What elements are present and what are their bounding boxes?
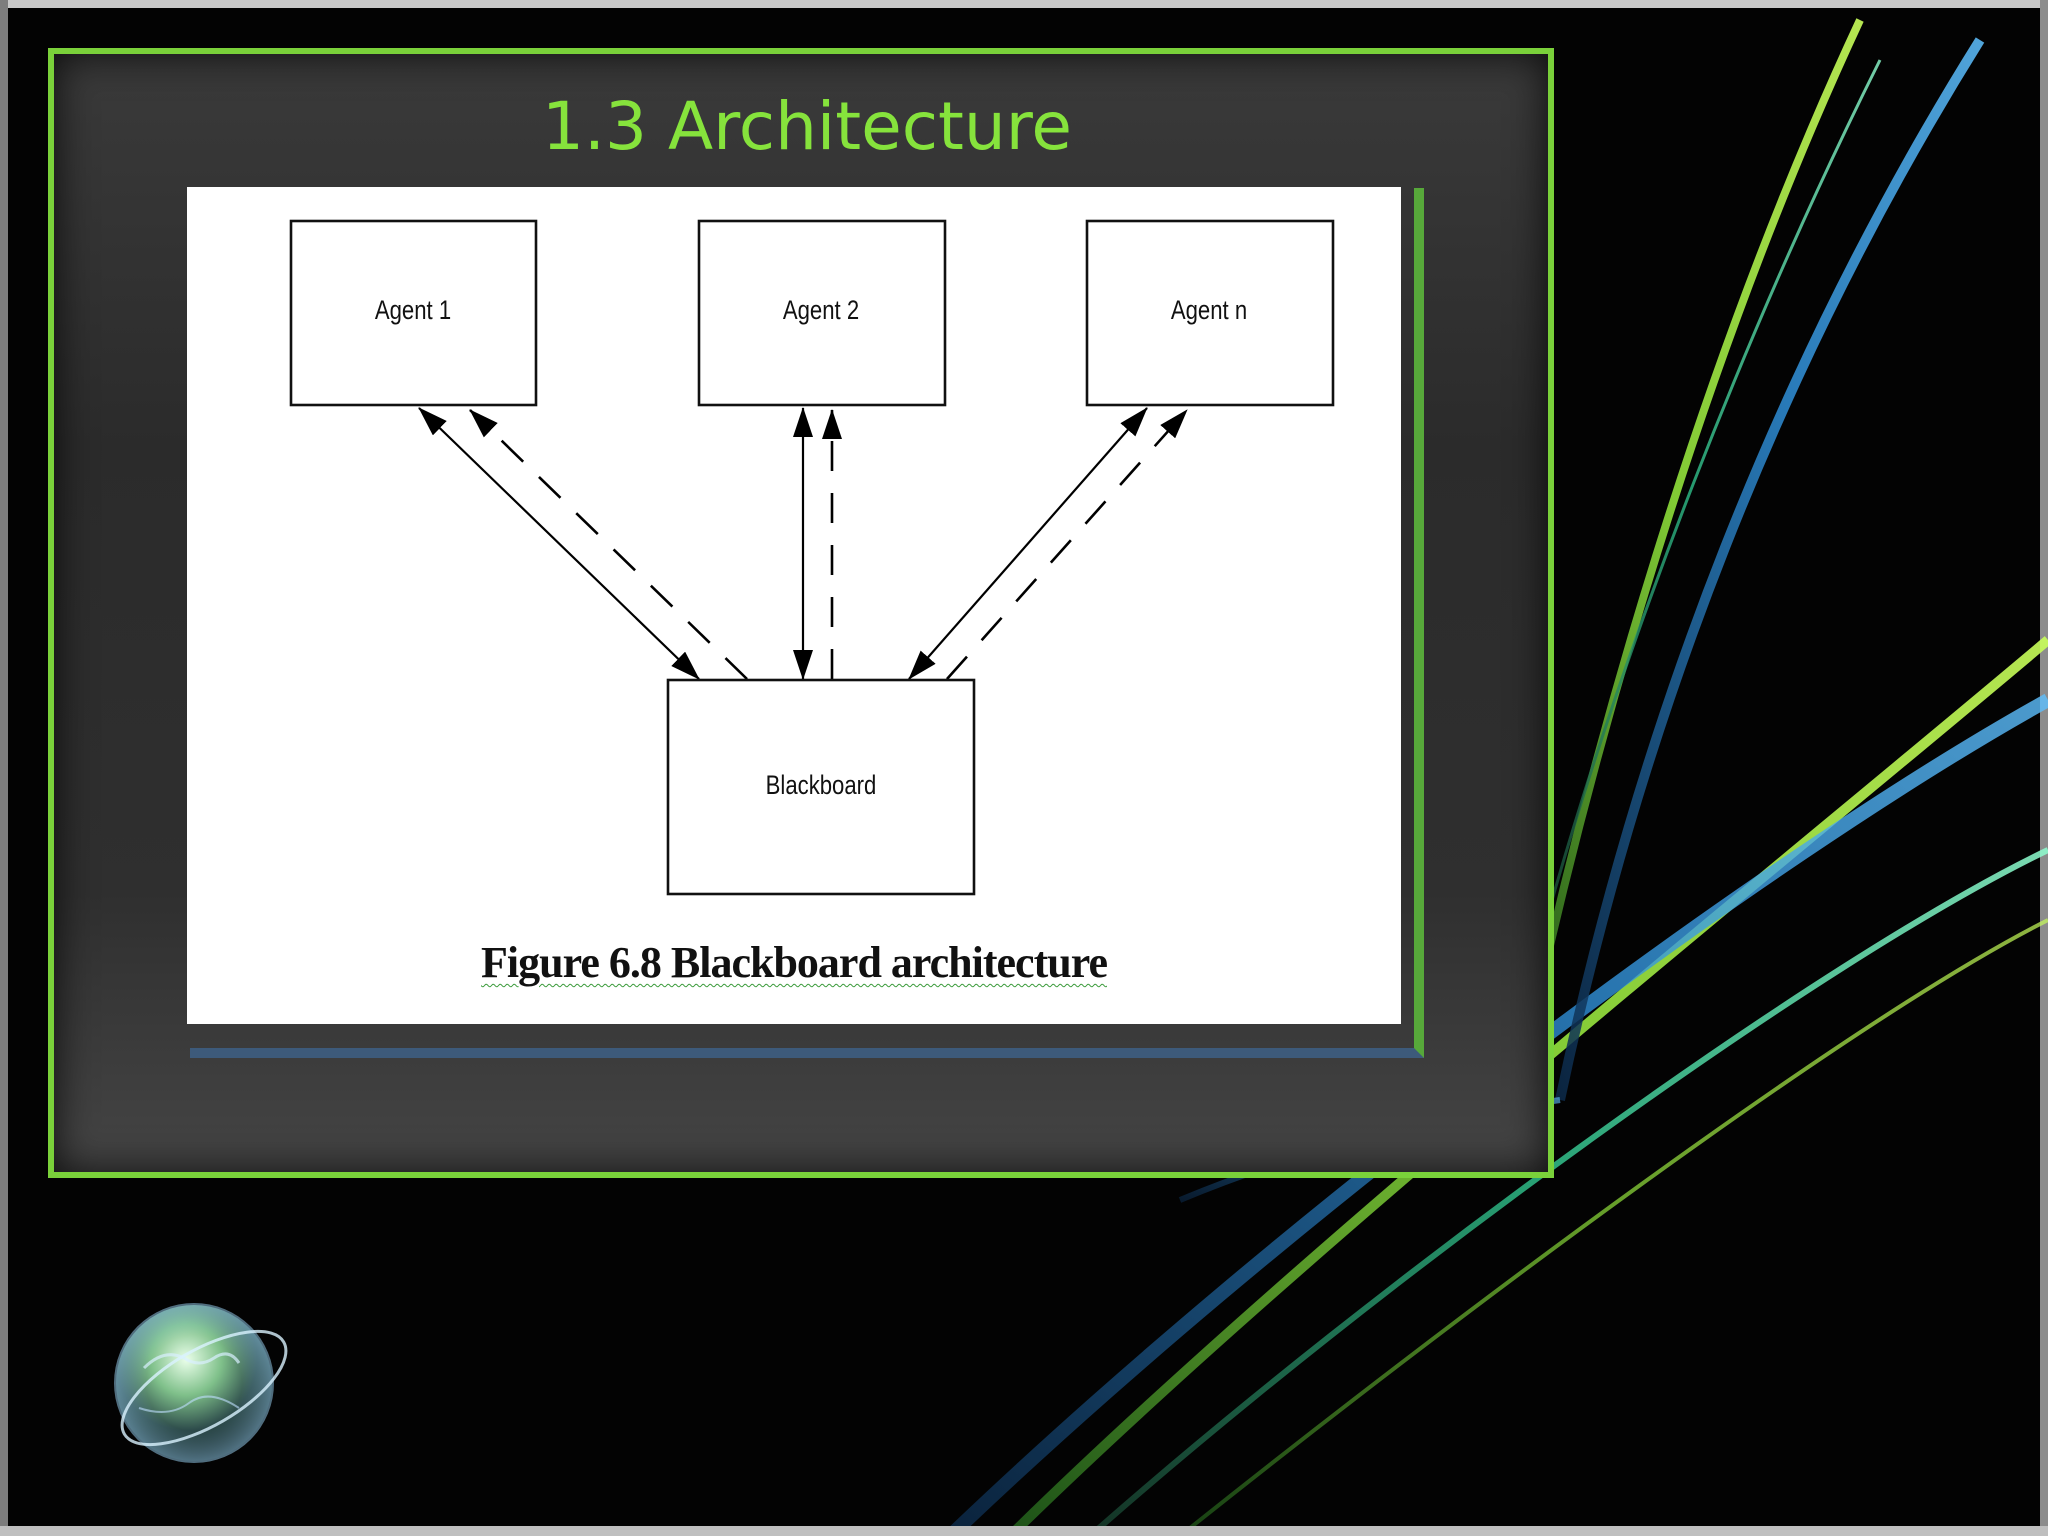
blackboard-diagram: Agent 1 Agent 2 Agent n Blackboard bbox=[289, 219, 1335, 896]
node-agent2: Agent 2 bbox=[697, 219, 947, 407]
node-blackboard-label: Blackboard bbox=[766, 771, 877, 801]
node-agent1-label: Agent 1 bbox=[375, 296, 451, 326]
bottom-edge bbox=[0, 1526, 2048, 1536]
slide-title: 1.3 Architecture bbox=[542, 88, 1072, 165]
node-agentn: Agent n bbox=[1085, 219, 1335, 407]
top-edge bbox=[0, 0, 2048, 8]
globe-icon bbox=[114, 1303, 288, 1463]
node-agentn-label: Agent n bbox=[1171, 296, 1247, 326]
edge-agent1-blackboard bbox=[418, 407, 700, 680]
node-agent1: Agent 1 bbox=[289, 219, 538, 407]
node-agent2-label: Agent 2 bbox=[783, 296, 859, 326]
right-edge bbox=[2040, 0, 2048, 1536]
left-edge bbox=[0, 0, 8, 1536]
node-blackboard: Blackboard bbox=[666, 678, 976, 896]
figure-bevel bbox=[190, 188, 1424, 1058]
figure-panel: Agent 1 Agent 2 Agent n Blackboard Figur… bbox=[187, 187, 1401, 1024]
figure-caption: Figure 6.8 Blackboard architecture bbox=[481, 938, 1108, 987]
edge-blackboard-agent1-dashed bbox=[469, 409, 748, 680]
edge-blackboard-agentn-dashed bbox=[946, 409, 1188, 680]
edge-agentn-blackboard bbox=[908, 407, 1148, 680]
